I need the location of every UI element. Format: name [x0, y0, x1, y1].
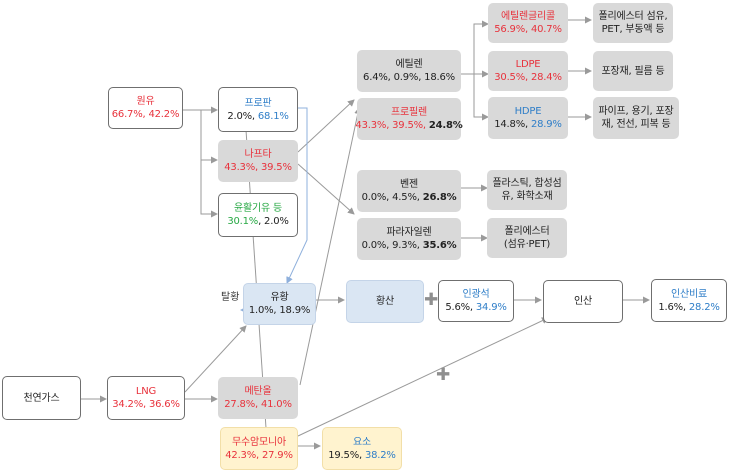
node-sulfuric-acid[interactable]: 황산 [346, 280, 424, 323]
node-polyester-pet-line1: 폴리에스터 [504, 226, 550, 237]
node-benzene[interactable]: 벤젠 0.0%, 4.5%, 26.8% [357, 170, 461, 212]
node-methane-stats: 27.8%, 41.0% [224, 399, 292, 410]
plus-icon-urea: ✚ [436, 365, 451, 385]
node-pipes-line2: 재, 전선, 피복 등 [601, 119, 671, 130]
label-desulfurization: 탈황 [221, 292, 240, 303]
node-ethylene-glycol[interactable]: 에틸렌글리콜 56.9%, 40.7% [488, 3, 568, 43]
node-plastics-line2: 유, 화학소재 [501, 191, 553, 202]
node-hdpe-stat-a: 14.8%, [494, 119, 531, 130]
node-packaging-film-line1: 포장재, 필름 등 [601, 65, 665, 77]
node-paraxylene-stat-a: 0.0%, 9.3%, [361, 240, 423, 251]
node-ethylene-stats: 6.4%, 0.9%, 18.6% [363, 72, 455, 83]
plus-icon: ✚ [424, 290, 439, 310]
node-phosphate-fertilizer-name: 인산비료 [671, 288, 707, 300]
node-ldpe[interactable]: LDPE 30.5%, 28.4% [488, 51, 568, 91]
edge-lng-sulfur [184, 325, 247, 393]
node-hdpe-name: HDPE [514, 106, 542, 117]
node-phosphate-fertilizer-stat-b: 28.2% [688, 301, 720, 313]
node-methane-name: 메탄올 [244, 386, 272, 397]
node-plastics[interactable]: 플라스틱, 합성섬 유, 화학소재 [487, 170, 567, 210]
node-ethylene-name: 에틸렌 [395, 59, 423, 70]
node-pipes-line1: 파이프, 용기, 포장 [598, 106, 674, 117]
node-natural-gas[interactable]: 천연가스 [2, 376, 81, 420]
node-naphtha[interactable]: 나프타 43.3%, 39.5% [218, 140, 298, 182]
node-propane-stat-b: 68.1% [257, 110, 289, 122]
node-sulfur-name: 유황 [270, 292, 289, 303]
node-ldpe-name: LDPE [515, 59, 541, 70]
node-crude-oil-stats: 66.7%, 42.2% [111, 109, 180, 120]
node-phosphate-rock[interactable]: 인광석 5.6%, 34.9% [438, 280, 514, 322]
node-natural-gas-name: 천연가스 [23, 392, 60, 404]
node-hdpe-stat-b: 28.9% [530, 119, 562, 130]
node-phosphoric-acid-name: 인산 [574, 296, 592, 307]
node-lube-oil-name: 윤활기유 등 [234, 203, 282, 214]
node-propane[interactable]: 프로판 2.0%, 68.1% [218, 87, 298, 132]
node-benzene-stat-b: 26.8% [422, 192, 457, 203]
node-crude-oil[interactable]: 원유 66.7%, 42.2% [108, 87, 183, 129]
node-paraxylene-name: 파라자일렌 [386, 227, 432, 238]
edge-ammonia-phosacid [297, 317, 549, 437]
edge-ethylene-glycol [461, 20, 489, 75]
node-lng-stats: 34.2%, 36.6% [112, 399, 180, 410]
node-lng[interactable]: LNG 34.2%, 36.6% [107, 376, 185, 420]
node-sulfur-stats: 1.0%, 18.9% [248, 305, 311, 316]
edge-crude-naphtha [200, 110, 218, 164]
node-paraxylene-stat-b: 35.6% [422, 240, 457, 251]
node-sulfuric-acid-name: 황산 [376, 296, 394, 307]
node-anhydrous-ammonia[interactable]: 무수암모니아 42.3%, 27.9% [220, 427, 298, 470]
node-anhydrous-ammonia-stats: 42.3%, 27.9% [225, 449, 293, 461]
node-benzene-stat-a: 0.0%, 4.5%, [361, 192, 423, 203]
node-polyester-fiber-line1: 폴리에스터 섬유, [598, 11, 668, 22]
node-propane-stat-a: 2.0%, [227, 110, 258, 122]
node-packaging-film[interactable]: 포장재, 필름 등 [593, 51, 673, 91]
node-phosphoric-acid[interactable]: 인산 [543, 280, 623, 323]
node-plastics-line1: 플라스틱, 합성섬 [492, 178, 562, 189]
node-sulfur[interactable]: 유황 1.0%, 18.9% [243, 283, 316, 325]
node-polyester-fiber-line2: PET, 부동액 등 [601, 24, 665, 35]
node-lube-oil-stat-b: , 2.0% [258, 216, 289, 227]
node-phosphate-rock-name: 인광석 [462, 289, 490, 300]
node-ethylene-glycol-stats: 56.9%, 40.7% [494, 24, 562, 35]
node-polyester-pet-line2: (섬유·PET) [503, 239, 551, 250]
node-phosphate-fertilizer[interactable]: 인산비료 1.6%, 28.2% [651, 279, 727, 322]
node-urea[interactable]: 요소 19.5%, 38.2% [322, 427, 402, 470]
node-lng-name: LNG [135, 386, 157, 397]
edge-desulfurization [286, 107, 308, 284]
node-benzene-name: 벤젠 [400, 179, 418, 190]
node-phosphate-rock-stat-a: 5.6%, [445, 302, 476, 313]
node-ldpe-stats: 30.5%, 28.4% [494, 72, 562, 83]
node-propylene-name: 프로필렌 [391, 107, 427, 118]
node-anhydrous-ammonia-name: 무수암모니아 [232, 436, 286, 448]
node-lube-oil[interactable]: 윤활기유 등 30.1%, 2.0% [218, 193, 298, 237]
node-pipes[interactable]: 파이프, 용기, 포장 재, 전선, 피복 등 [593, 97, 679, 139]
edge-methane-propylene [299, 107, 362, 386]
node-naphtha-name: 나프타 [244, 149, 272, 160]
node-urea-stat-a: 19.5%, [328, 449, 365, 461]
node-propylene-stat-b: 24.8% [428, 120, 463, 131]
node-lube-oil-stat-a: 30.1% [227, 216, 259, 227]
node-polyester-pet[interactable]: 폴리에스터 (섬유·PET) [487, 218, 567, 258]
node-crude-oil-name: 원유 [136, 96, 155, 107]
node-propane-name: 프로판 [244, 97, 272, 109]
node-ethylene[interactable]: 에틸렌 6.4%, 0.9%, 18.6% [357, 50, 461, 92]
node-propylene-stat-a: 43.3%, 39.5%, [355, 120, 429, 131]
node-ethylene-glycol-name: 에틸렌글리콜 [501, 11, 555, 22]
node-urea-stat-b: 38.2% [364, 449, 396, 461]
node-methane[interactable]: 메탄올 27.8%, 41.0% [218, 377, 298, 419]
node-urea-name: 요소 [353, 436, 371, 448]
node-phosphate-rock-stat-b: 34.9% [475, 302, 507, 313]
edge-ethylene-hdpe [473, 74, 489, 121]
edge-crude-lube [200, 160, 218, 218]
node-paraxylene[interactable]: 파라자일렌 0.0%, 9.3%, 35.6% [357, 218, 461, 260]
node-hdpe[interactable]: HDPE 14.8%, 28.9% [488, 97, 568, 139]
node-naphtha-stats: 43.3%, 39.5% [224, 162, 292, 173]
node-phosphate-fertilizer-stat-a: 1.6%, [658, 301, 689, 313]
node-propylene[interactable]: 프로필렌 43.3%, 39.5%, 24.8% [355, 98, 463, 140]
node-polyester-fiber[interactable]: 폴리에스터 섬유, PET, 부동액 등 [593, 3, 673, 43]
